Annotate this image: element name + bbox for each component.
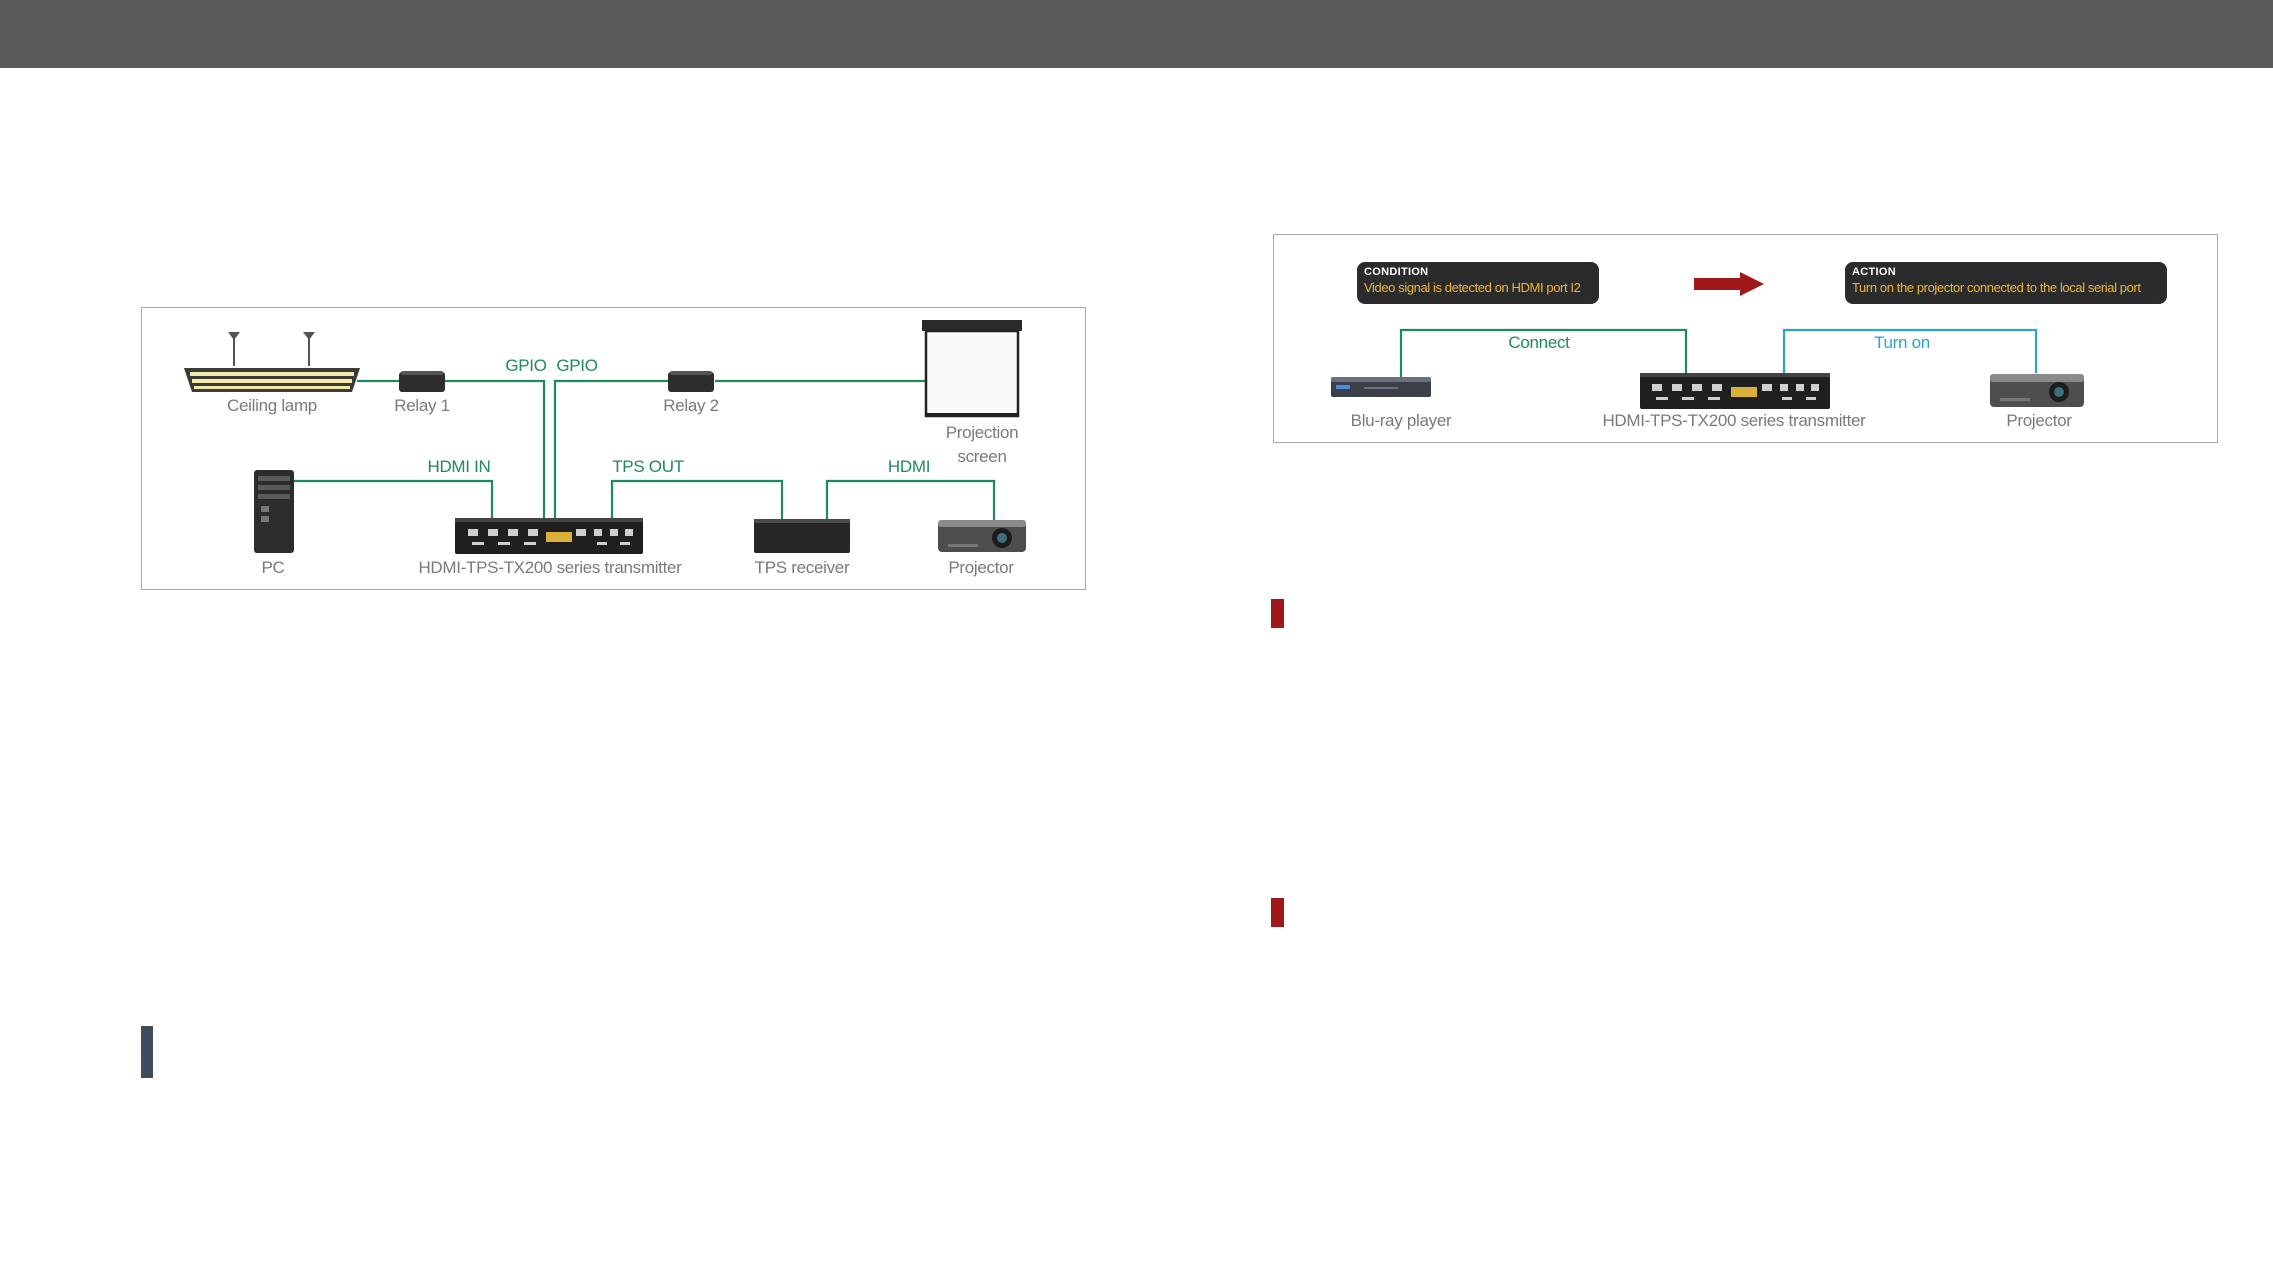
condition-text: Video signal is detected on HDMI port I2 [1364,280,1581,295]
gpio-b-connection-label: GPIO [556,356,598,375]
action-box: ACTION Turn on the projector connected t… [1845,262,2167,304]
bluray-player-icon [1331,377,1431,397]
pc-tower-icon [254,470,294,553]
transmitter-icon [1640,373,1830,409]
projector-icon [938,520,1026,552]
relay-icon [668,371,714,392]
gpio-a-connection-label: GPIO [505,356,547,375]
tps-receiver-label: TPS receiver [754,558,850,577]
gpio-control-diagram: Ceiling lamp Relay 1 Relay 2 Projection … [141,307,1086,590]
arrow-right-icon [1694,272,1764,296]
projection-screen-icon [922,320,1022,418]
action-title: ACTION [1852,266,1896,278]
projector-label: Projector [948,558,1014,577]
section-marker-red [1271,599,1284,628]
lamp-icon [184,332,360,392]
connect-connection-label: Connect [1508,333,1570,352]
pc-label: PC [261,558,285,577]
hdmi-in-connection-label: HDMI IN [427,457,491,476]
relay2-label: Relay 2 [663,396,719,415]
projector-label: Projector [2006,411,2072,430]
ceiling-lamp-label: Ceiling lamp [227,396,317,415]
transmitter-icon [455,518,643,554]
projection-screen-label-line1: Projection [945,423,1019,442]
event-manager-diagram: CONDITION Video signal is detected on HD… [1273,234,2218,443]
bluray-label: Blu-ray player [1350,411,1452,430]
tps-receiver-icon [754,519,850,553]
event-diagram-lines [1331,272,2084,409]
gpio-diagram-lines [184,320,1026,554]
turn-on-connection-label: Turn on [1874,333,1930,352]
transmitter-label: HDMI-TPS-TX200 series transmitter [1602,411,1866,430]
section-marker-red [1271,898,1284,927]
section-marker-slate [141,1026,153,1078]
action-text: Turn on the projector connected to the l… [1852,280,2141,295]
projection-screen-label-line2: screen [957,447,1007,466]
top-bar [0,0,2273,68]
projector-icon [1990,374,2084,407]
condition-title: CONDITION [1364,266,1429,278]
relay1-label: Relay 1 [394,396,450,415]
tps-out-connection-label: TPS OUT [612,457,684,476]
transmitter-label: HDMI-TPS-TX200 series transmitter [418,558,682,577]
condition-box: CONDITION Video signal is detected on HD… [1357,262,1599,304]
hdmi-connection-label: HDMI [887,457,931,476]
relay-icon [399,371,445,392]
